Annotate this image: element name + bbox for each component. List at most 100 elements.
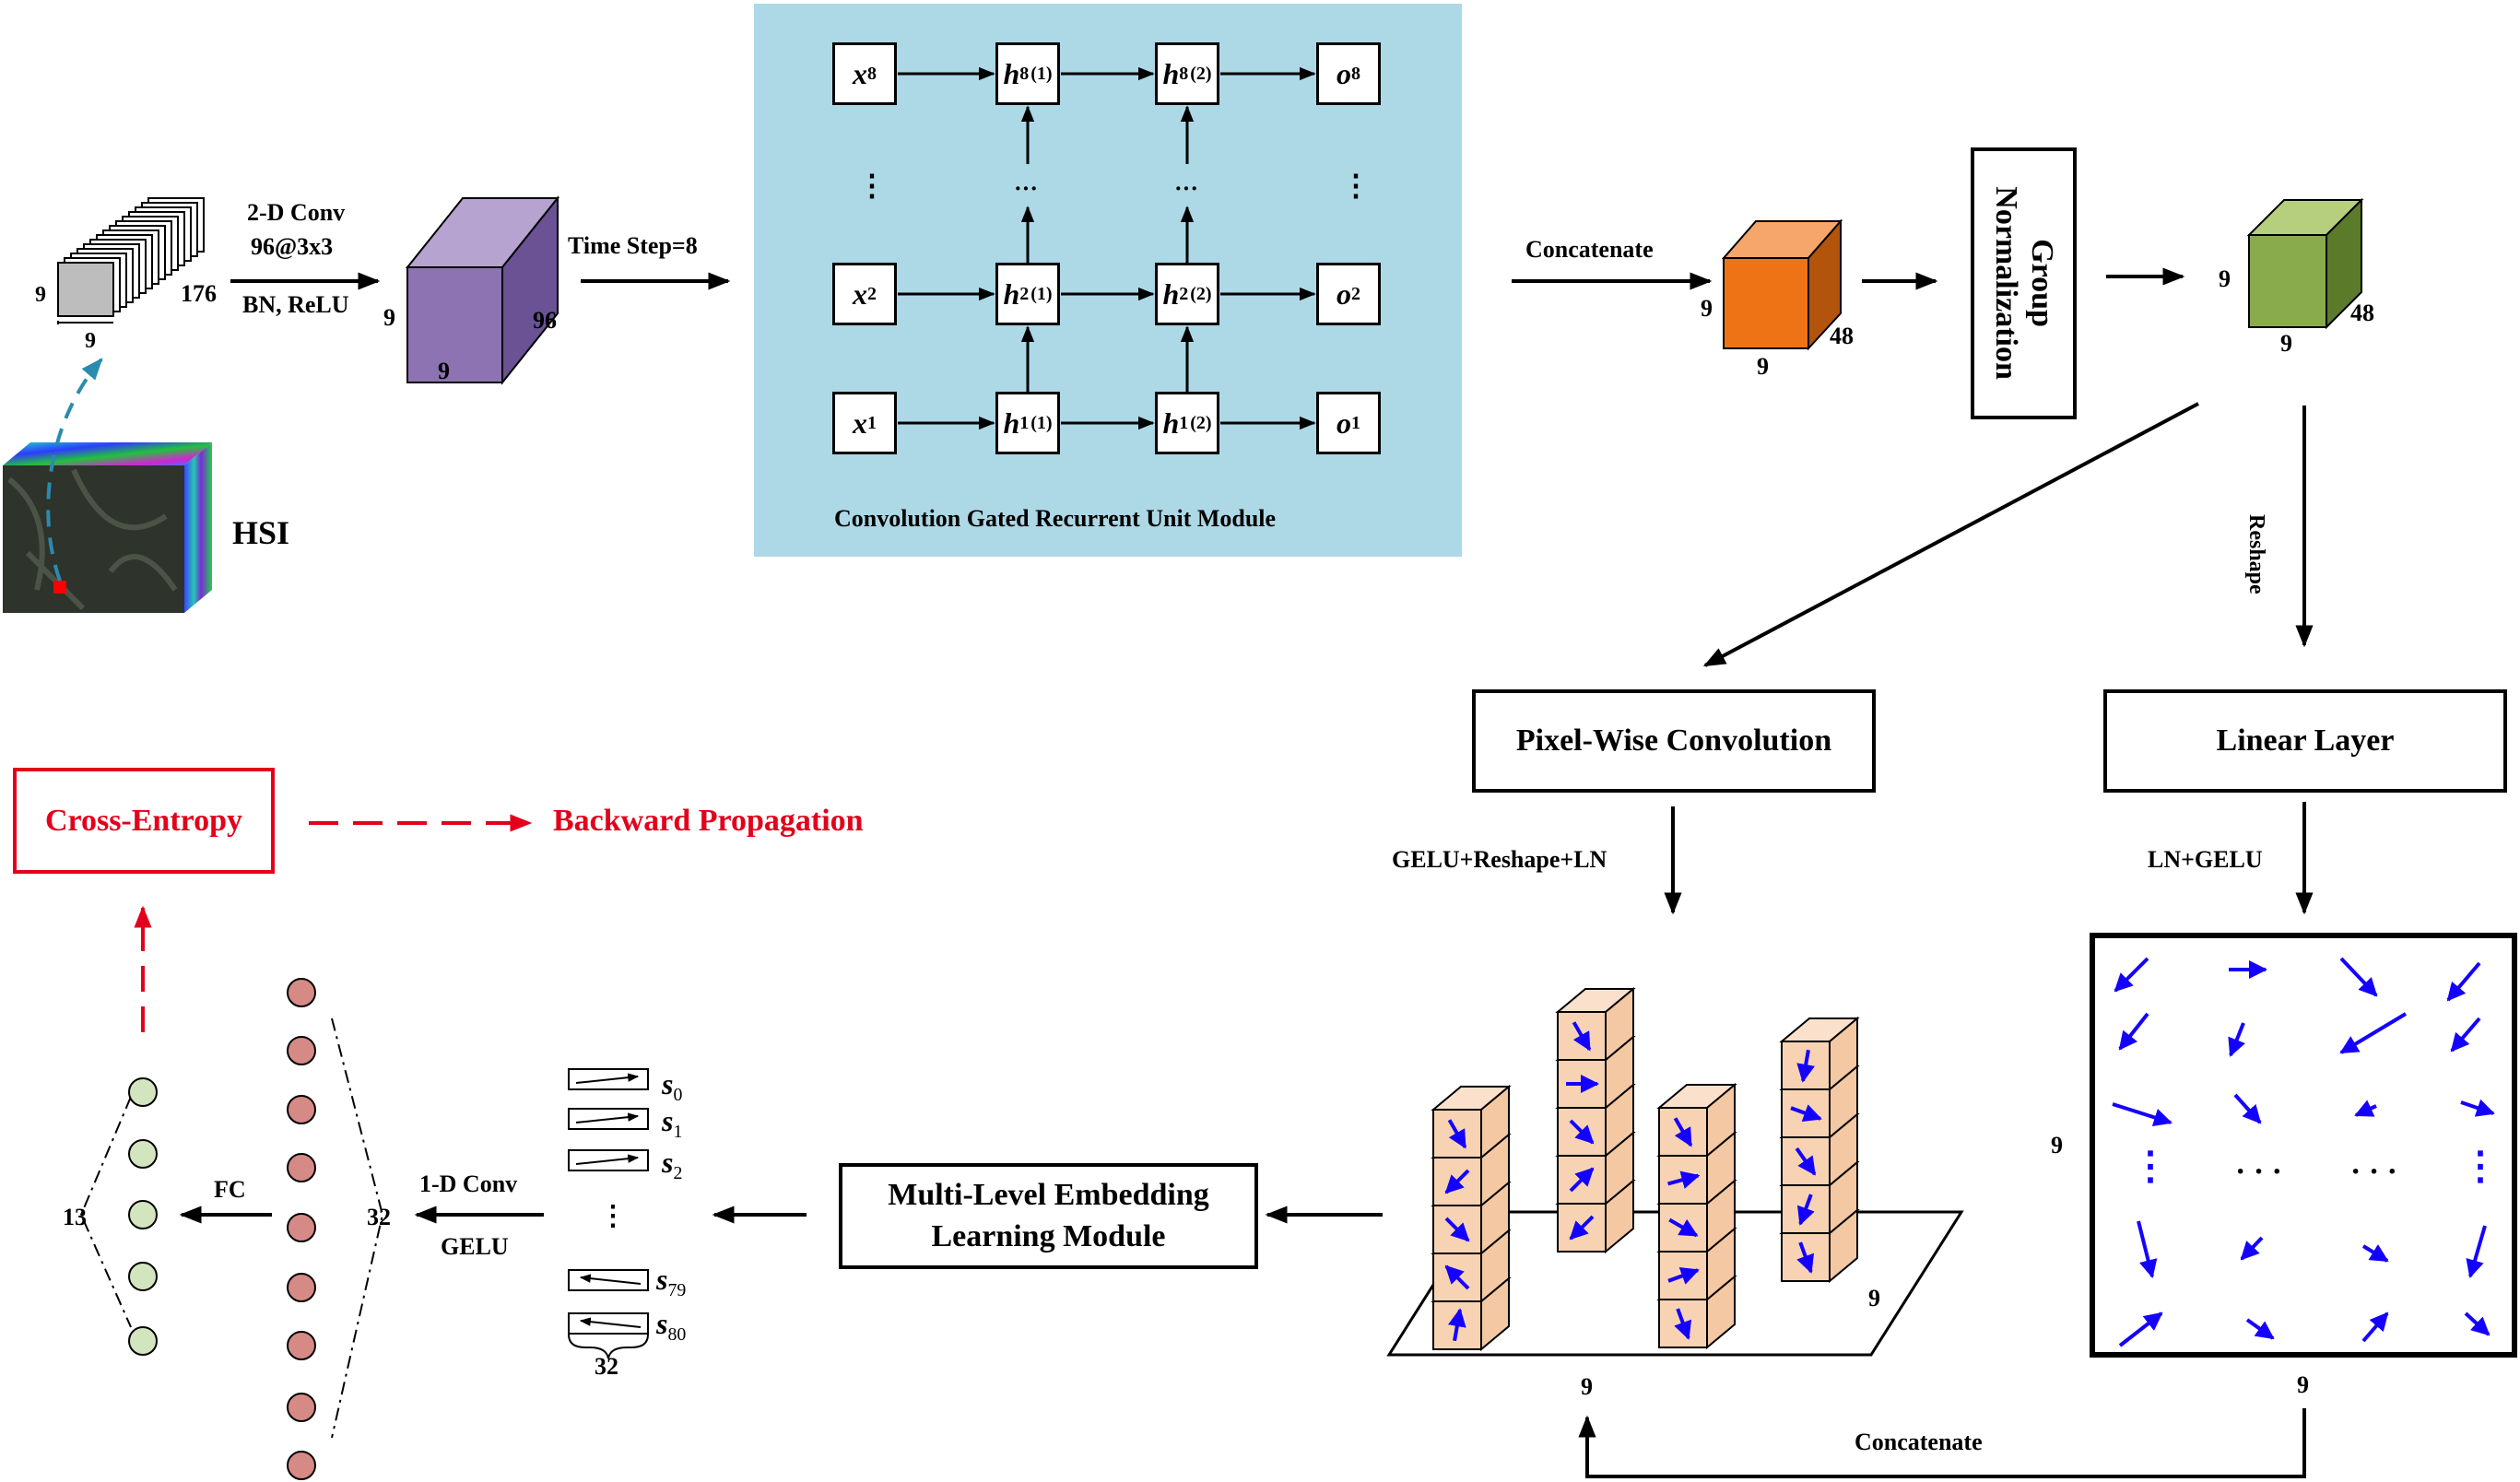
gelu-reshape-ln-label: GELU+Reshape+LN [1392, 846, 1607, 873]
dashed-arrow-hsi-patch [46, 358, 103, 582]
hidden-layer-size: 32 [367, 1204, 391, 1230]
output-neuron [128, 1077, 158, 1107]
green-dim-depth: 48 [2350, 300, 2374, 326]
feature-vector-arrow [1796, 1194, 1815, 1226]
output-layer-guide [79, 1096, 132, 1328]
feature-vector-arrow [1790, 1104, 1822, 1123]
hsi-label: HSI [232, 514, 290, 551]
hsi-cube [3, 442, 212, 613]
pixel-wise-conv-box: Pixel-Wise Convolution [1472, 689, 1876, 793]
grid-vector-arrow [2228, 1022, 2245, 1057]
reshape-label: Reshape [2244, 514, 2268, 594]
feature-vector-arrow [1795, 1147, 1817, 1176]
linear-layer-box: Linear Layer [2103, 689, 2507, 793]
backward-propagation-label: Backward Propagation [553, 804, 864, 838]
feature-vector-arrow [1447, 1119, 1467, 1149]
vdots-o: ⋮ [1341, 169, 1371, 202]
grid-vector-arrow [2339, 1012, 2408, 1054]
plane-dim-side: 9 [1868, 1285, 1880, 1311]
patch-stack [57, 197, 205, 324]
vdots-x: ⋮ [857, 169, 887, 202]
orange-cube [1721, 218, 1843, 351]
grid-hdots-1: · · · [2235, 1155, 2283, 1189]
grid-vector-arrow [2466, 1225, 2487, 1278]
token-vector [579, 1274, 642, 1285]
grid-vector-arrow [2361, 1244, 2389, 1263]
grid-vector-arrow [2233, 1093, 2262, 1124]
feature-vector-arrow [1674, 1308, 1692, 1340]
feature-vector-arrow [1569, 1167, 1595, 1193]
token-vector [575, 1073, 640, 1084]
token-s1: s1 [662, 1104, 683, 1142]
feature-cube-purple [405, 195, 560, 385]
group-norm-line1: Group [2024, 239, 2059, 328]
hidden-neuron [287, 1331, 316, 1360]
hsi-patch-dim-bottom: 9 [85, 329, 96, 353]
grid-vector-arrow [2137, 1220, 2158, 1278]
neural-layers [79, 978, 384, 1480]
feature-dim-side: 9 [383, 304, 395, 331]
grid-hdots-2: · · · [2350, 1155, 2398, 1189]
sample-pixel [53, 581, 66, 594]
hidden-neuron [287, 1213, 316, 1242]
hidden-neuron [287, 1451, 316, 1480]
hidden-neuron [287, 978, 316, 1007]
plane-dim-bottom: 9 [1581, 1373, 1593, 1400]
output-neuron [128, 1326, 158, 1356]
green-dim-side: 9 [2219, 265, 2231, 292]
conv2d-line2: 96@3x3 [251, 233, 334, 260]
grid-vector-arrow [2118, 1311, 2163, 1347]
green-cube [2246, 197, 2364, 330]
token-boxes [568, 1068, 649, 1335]
output-neuron [128, 1139, 158, 1169]
grid-vector-arrow [2339, 957, 2378, 997]
hidden-neuron [287, 1095, 316, 1124]
grid-vector-arrow [2240, 1236, 2264, 1261]
feature-vector-arrow [1667, 1170, 1701, 1189]
orange-dim-depth: 48 [1830, 323, 1854, 349]
grid-dim-bottom: 9 [2297, 1371, 2309, 1398]
conv1d-line2: GELU [441, 1233, 509, 1260]
output-neuron [128, 1262, 158, 1291]
token-s2: s2 [662, 1146, 683, 1183]
feature-vector-arrow [1673, 1117, 1693, 1147]
conv2d-line1: 2-D Conv [247, 199, 346, 226]
output-layer-size: 13 [63, 1204, 87, 1230]
hsi-patch-dim-side: 9 [35, 283, 46, 307]
feature-vector-arrow [1667, 1266, 1700, 1285]
orange-dim-bottom: 9 [1757, 353, 1769, 380]
arrow-to-pixelwise [1702, 402, 2199, 667]
cube-columns [1431, 986, 1860, 1352]
green-dim-bottom: 9 [2280, 330, 2292, 357]
orange-dim-side: 9 [1701, 295, 1713, 322]
grid-vector-arrow [2450, 1017, 2481, 1053]
feature-vector-arrow [1569, 1119, 1595, 1145]
token-width-label: 32 [595, 1353, 618, 1380]
hidden-neuron [287, 1273, 316, 1302]
mlel-box: Multi-Level Embedding Learning Module [839, 1163, 1258, 1269]
token-vector [575, 1112, 640, 1123]
token-vector [579, 1317, 642, 1328]
token-s80: s80 [656, 1307, 687, 1345]
vector-grid-box [2090, 933, 2517, 1358]
group-normalization-box: Group Normalization [1971, 147, 2077, 419]
hdots-h2: ··· [1174, 175, 1199, 202]
mlel-line2: Learning Module [931, 1218, 1166, 1253]
feature-vector-arrow [1796, 1241, 1815, 1274]
feature-vector-arrow [1444, 1169, 1470, 1194]
concatenate-bottom-label: Concatenate [1855, 1429, 1983, 1455]
time-step-label: Time Step=8 [568, 232, 698, 259]
feature-dim-bottom: 9 [438, 358, 450, 384]
feature-vector-arrow [1444, 1217, 1470, 1242]
token-vector [575, 1154, 640, 1165]
grid-vector-arrow [2460, 1099, 2495, 1117]
